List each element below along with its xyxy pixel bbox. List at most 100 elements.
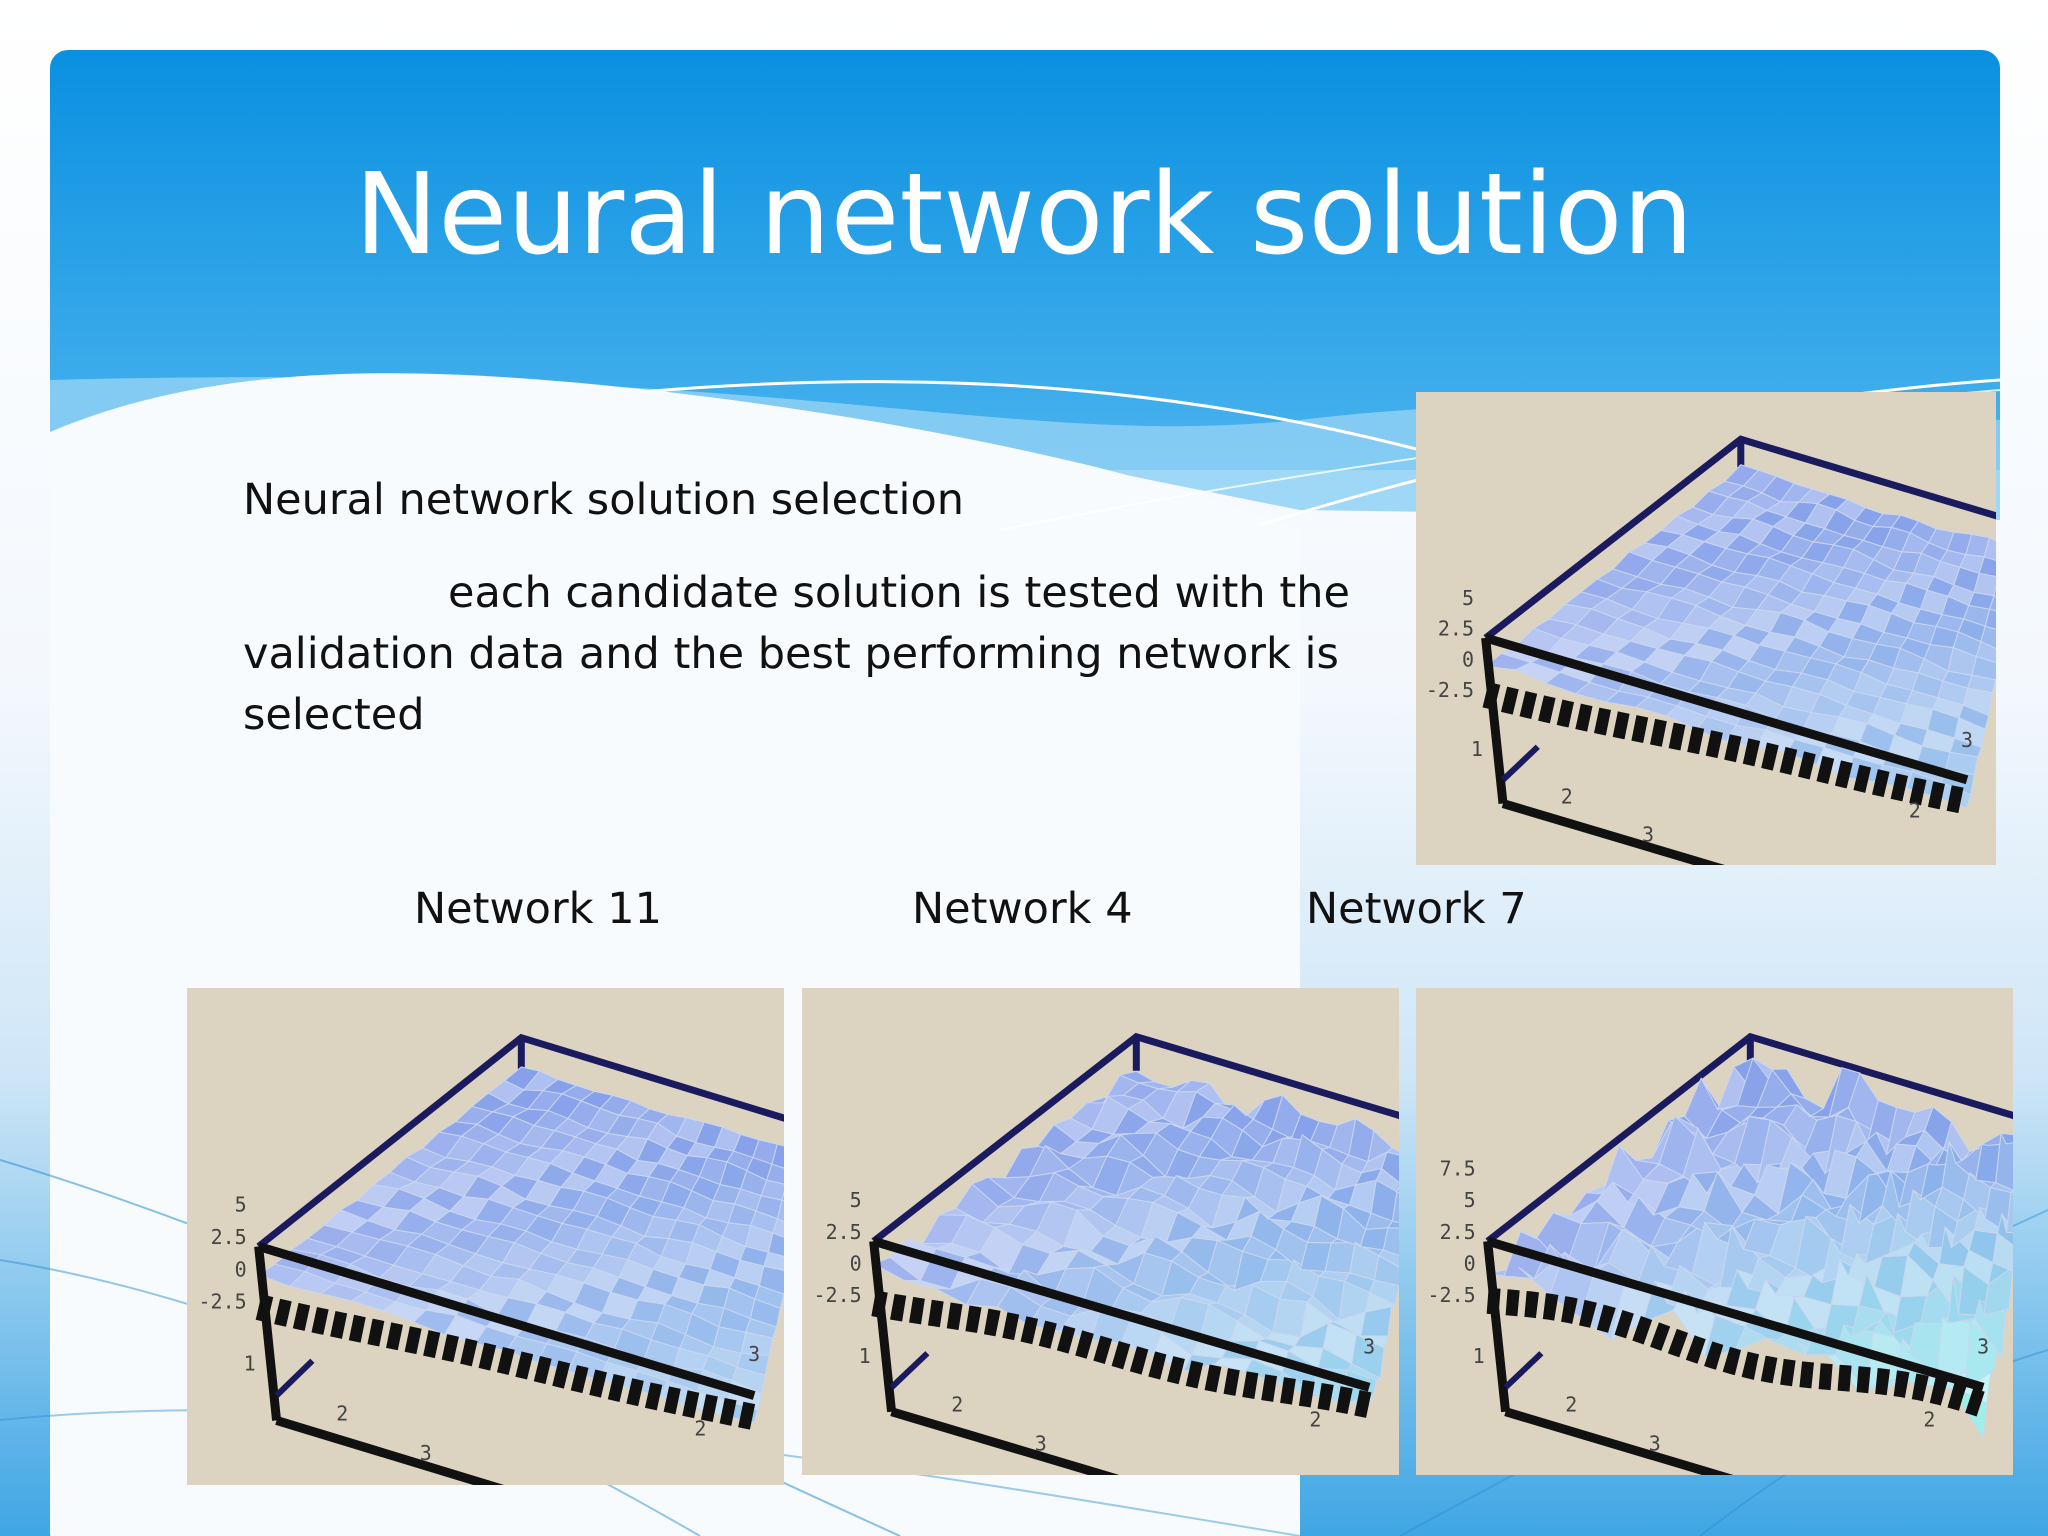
z-tick-label: -2.5 [1428, 1283, 1476, 1307]
surface-cell [2005, 1189, 2013, 1234]
z-tick-label: 5 [850, 1188, 862, 1212]
y-tick-label: 2 [1909, 799, 1921, 823]
surface-cell [1391, 1190, 1399, 1223]
x-tick-label: 2 [336, 1401, 348, 1425]
surface-mesh [1487, 1057, 2013, 1440]
surface-cell [1987, 1262, 2013, 1286]
plot-frame-front [1484, 633, 1969, 785]
network-4-label: Network 4 [912, 884, 1133, 934]
surface-cell [1375, 1167, 1399, 1193]
surface-cell [776, 1199, 784, 1223]
network-11-label: Network 11 [414, 884, 662, 934]
y-tick-label: 3 [748, 1342, 760, 1366]
surface-cell [1978, 556, 1996, 577]
plot-frame-post [1500, 744, 1540, 783]
x-tick-label: 2 [951, 1393, 963, 1417]
y-tick-label: 2 [694, 1416, 706, 1440]
surface-cell [1378, 1249, 1399, 1268]
plot-projection-band [1482, 682, 1970, 815]
surface-cell [771, 1143, 784, 1169]
z-tick-label: 0 [1462, 647, 1474, 671]
surface-cell [1971, 655, 1996, 681]
surface-cell [1995, 1132, 2013, 1191]
surface-cell [1983, 1266, 2013, 1317]
z-tick-label: 2.5 [1440, 1220, 1476, 1244]
body-paragraph: each candidate solution is tested with t… [243, 563, 1403, 746]
plot-frame-back [871, 1032, 1399, 1245]
z-tick-label: 0 [1464, 1251, 1476, 1275]
plot-frame-front [1486, 1236, 1985, 1392]
z-tick-label: 5 [1462, 586, 1474, 610]
surface-cell [1382, 1227, 1399, 1256]
plot-frame-post [254, 1245, 282, 1421]
x-tick-label: 3 [420, 1441, 432, 1465]
surface-cell [1381, 1151, 1399, 1184]
surface-mesh [872, 1070, 1399, 1406]
y-tick-label: 3 [1961, 728, 1973, 752]
plot-frame-bottom [1504, 1407, 1734, 1475]
plot-frame-post [869, 1240, 897, 1413]
x-tick-label: 1 [244, 1352, 256, 1376]
z-tick-label: 5 [235, 1193, 247, 1217]
plot-frame-post [1483, 1240, 1511, 1413]
z-tick-label: -2.5 [1426, 678, 1474, 702]
surface-cell [772, 1218, 784, 1238]
plot-frame-post [274, 1358, 315, 1398]
surface-cell [1967, 674, 1996, 694]
z-tick-label: 7.5 [1440, 1156, 1476, 1180]
surface-cell [766, 1163, 784, 1185]
surface-cell [1396, 1187, 1399, 1194]
z-tick-label: 5 [1464, 1188, 1476, 1212]
x-tick-label: 1 [859, 1344, 871, 1368]
surface-cell [1989, 595, 1996, 612]
plot-frame-bottom [275, 1416, 505, 1485]
x-tick-label: 3 [1649, 1432, 1661, 1456]
surface-cell [754, 1285, 784, 1309]
z-tick-label: 2.5 [1438, 617, 1474, 641]
x-tick-label: 3 [1035, 1432, 1047, 1456]
y-tick-label: 2 [1923, 1407, 1935, 1431]
surface-mesh [1484, 464, 1996, 809]
plot-frame-post [1503, 1351, 1544, 1390]
surface-cell [1984, 608, 1996, 630]
z-tick-label: 0 [235, 1257, 247, 1281]
surface-cell [1993, 585, 1996, 597]
plot-frame-front [257, 1242, 756, 1400]
surface-cell [1373, 1254, 1399, 1287]
network-7-label: Network 7 [1306, 884, 1527, 934]
surface-cell [1992, 1232, 2013, 1273]
y-tick-label: 3 [1363, 1334, 1375, 1358]
surface-cell [1369, 1279, 1399, 1306]
plot-frame-bottom [890, 1407, 1120, 1475]
plot-frame-bottom [1501, 799, 1725, 865]
z-tick-label: -2.5 [199, 1290, 247, 1314]
z-tick-label: -2.5 [814, 1283, 862, 1307]
surface-cell [2009, 1189, 2013, 1194]
x-tick-label: 2 [1561, 785, 1573, 809]
surface-cell [1973, 572, 1996, 597]
surface-cell [1980, 625, 1996, 649]
surface-mesh [257, 1066, 784, 1423]
plot-projection-band [871, 1290, 1372, 1418]
surface-cell [1975, 640, 1996, 664]
surface-cell [758, 1265, 784, 1295]
section-heading: Neural network solution selection [243, 475, 965, 525]
z-tick-label: 2.5 [826, 1220, 862, 1244]
plot-projection-band [1486, 1287, 1988, 1418]
plot-frame-post [889, 1351, 930, 1390]
surface-cell [2000, 1132, 2013, 1145]
plot-frame-back [256, 1033, 784, 1250]
body-paragraph-text: each candidate solution is tested with t… [243, 568, 1350, 740]
plot-frame-post [1481, 637, 1508, 804]
y-tick-label: 2 [1309, 1407, 1321, 1431]
surface-cell [763, 1251, 784, 1271]
plot-frame-back [1485, 1032, 2013, 1245]
